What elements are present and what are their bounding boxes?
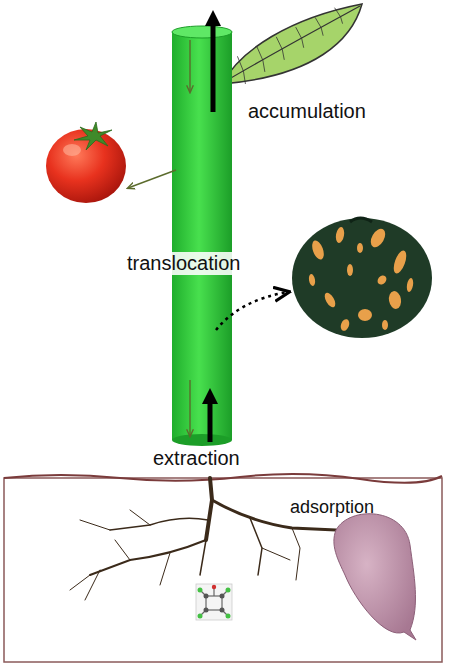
leaf xyxy=(257,47,263,61)
pumpkin xyxy=(308,226,414,332)
pumpkin xyxy=(382,320,388,330)
xylem-tube xyxy=(172,26,232,446)
dotted-arrow xyxy=(216,292,288,330)
leaf xyxy=(282,49,284,59)
pumpkin xyxy=(339,318,351,332)
roots xyxy=(80,520,110,530)
molecule-icon xyxy=(220,594,225,599)
roots xyxy=(115,540,130,560)
pumpkin xyxy=(350,218,372,222)
pumpkin xyxy=(376,274,389,287)
molecule-icon xyxy=(196,584,232,620)
pumpkin xyxy=(391,249,409,275)
roots xyxy=(90,540,206,575)
tuber xyxy=(334,514,416,640)
molecule-icon xyxy=(200,588,228,616)
roots xyxy=(110,518,208,530)
molecule-icon xyxy=(196,584,232,620)
leaf xyxy=(222,4,362,84)
process-label: translocation xyxy=(124,252,243,275)
molecule-icon xyxy=(204,608,209,613)
pumpkin xyxy=(323,291,338,309)
pumpkin xyxy=(310,239,326,261)
pumpkin xyxy=(308,274,316,287)
roots xyxy=(130,510,150,525)
molecule-icon xyxy=(198,588,203,593)
process-label: accumulation xyxy=(248,100,366,123)
molecule-icon xyxy=(226,614,231,619)
leaf xyxy=(276,37,282,50)
roots xyxy=(200,540,206,575)
xylem-tube xyxy=(172,434,232,446)
roots xyxy=(70,575,90,590)
molecule-icon xyxy=(204,594,209,599)
roots xyxy=(160,553,170,585)
pumpkin xyxy=(335,226,346,243)
molecule-icon xyxy=(213,588,214,596)
roots xyxy=(85,570,100,600)
molecule-icon xyxy=(198,614,203,619)
molecule-icon xyxy=(212,585,216,589)
leaf xyxy=(335,8,341,17)
pumpkin xyxy=(406,278,414,293)
process-label: adsorption xyxy=(290,497,374,518)
flow-arrow xyxy=(128,170,176,188)
tomato xyxy=(74,122,112,150)
tomato xyxy=(46,122,126,203)
flow-arrow xyxy=(128,40,190,436)
xylem-tube xyxy=(172,32,232,440)
roots xyxy=(206,478,212,540)
flow-arrow xyxy=(189,380,190,436)
leaf xyxy=(243,71,245,84)
flow-arrow xyxy=(189,40,190,92)
leaf xyxy=(224,6,360,82)
pumpkin xyxy=(368,226,388,249)
uptake-arrow xyxy=(210,18,213,442)
leaf xyxy=(222,4,362,84)
leaf xyxy=(302,39,304,48)
leaf xyxy=(237,56,243,71)
process-label: extraction xyxy=(153,447,240,470)
leaf xyxy=(321,28,323,36)
roots xyxy=(292,528,300,580)
leaf xyxy=(263,60,265,72)
pumpkin xyxy=(358,309,372,321)
molecule-icon xyxy=(220,608,225,613)
leaf xyxy=(237,8,342,84)
leaf xyxy=(341,17,343,24)
pumpkin xyxy=(357,243,363,253)
pumpkin xyxy=(347,264,353,276)
xylem-tube xyxy=(172,26,232,38)
roots xyxy=(70,478,336,600)
tomato xyxy=(63,144,81,156)
leaf xyxy=(296,27,302,38)
pumpkin xyxy=(292,218,432,338)
uptake-arrow xyxy=(211,18,216,112)
soil xyxy=(4,474,442,483)
roots xyxy=(262,548,290,560)
soil xyxy=(4,474,442,662)
roots xyxy=(250,518,262,575)
uptake-arrow xyxy=(208,396,213,442)
leaf xyxy=(315,17,321,27)
soil xyxy=(4,478,442,662)
pumpkin xyxy=(292,218,432,338)
pumpkin xyxy=(388,290,403,310)
molecule-icon xyxy=(226,588,231,593)
